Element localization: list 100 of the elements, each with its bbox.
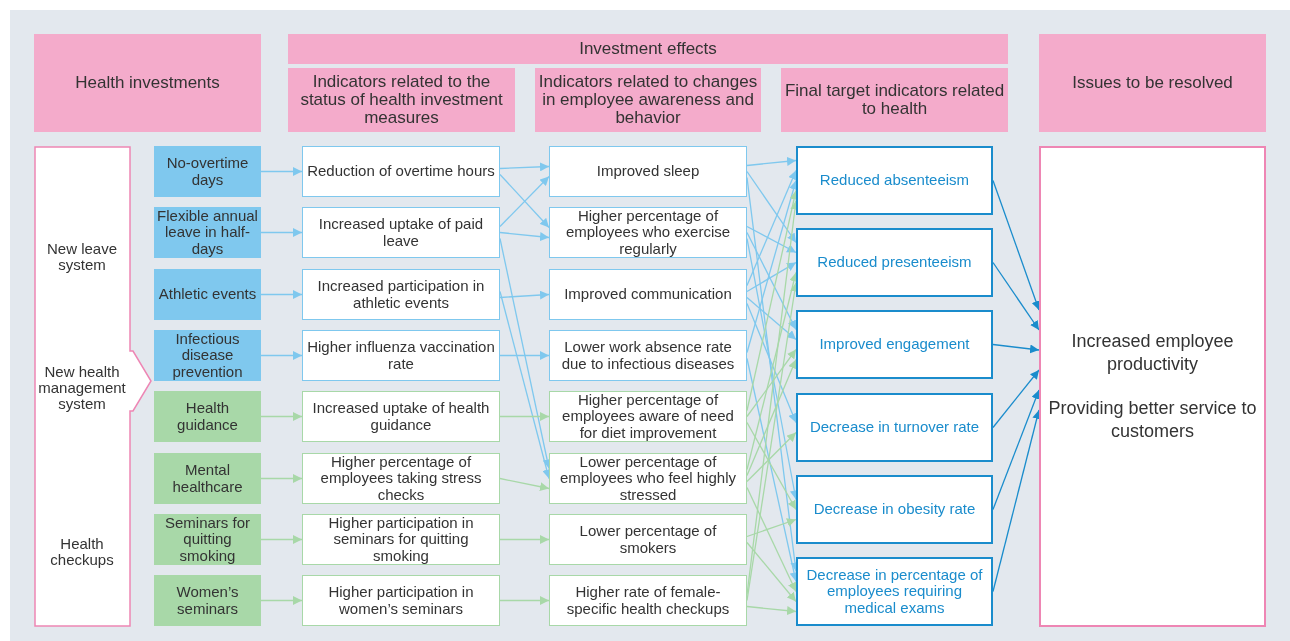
arrow — [746, 225, 797, 254]
arrow — [746, 431, 797, 483]
arrow — [746, 179, 798, 354]
measure-box — [154, 146, 261, 197]
box-text: Higher percentage of employees taking stress checks — [319, 454, 483, 503]
box-text: Lower work absence rate due to infectious diseases — [560, 339, 736, 372]
arrow — [746, 605, 797, 616]
measure-box — [154, 453, 261, 504]
arrow — [499, 290, 550, 300]
arrow — [499, 477, 550, 492]
target-box — [796, 228, 993, 297]
arrow — [260, 596, 303, 605]
indicator-box — [302, 391, 500, 442]
indicator-box — [302, 207, 500, 258]
arrow — [499, 412, 550, 421]
box-text: Flexible annual leave in half-days — [156, 208, 259, 257]
box-text: No-overtime days — [165, 155, 250, 188]
box-text: Infectious disease prevention — [171, 331, 244, 380]
box-text: Lower percentage of employees who feel highly stressed — [559, 454, 737, 503]
result-text: Providing better service to customers — [1047, 396, 1258, 443]
target-box — [796, 393, 993, 462]
box-text: Decrease in obesity rate — [812, 501, 977, 518]
arrow — [992, 389, 1040, 511]
arrow — [992, 409, 1042, 593]
arrow — [746, 302, 797, 424]
measure-box — [154, 330, 261, 381]
arrow — [746, 237, 799, 501]
box-text: Higher rate of female-specific health checkups — [565, 584, 731, 617]
indicator-box — [302, 269, 500, 320]
target-box — [796, 310, 993, 379]
box-text: Lower percentage of smokers — [578, 523, 718, 556]
box-text: Reduced presenteeism — [816, 254, 973, 271]
arrow — [499, 237, 552, 470]
indicator-box — [302, 146, 500, 197]
target-box — [796, 557, 993, 626]
arrow — [746, 486, 797, 593]
arrow — [746, 169, 797, 287]
box-text: Decrease in percentage of employees requiring medical exams — [805, 567, 984, 616]
arrow — [260, 412, 303, 421]
box-text: Higher percentage of employees who exercise regularly — [564, 208, 732, 257]
indicator-box — [302, 330, 500, 381]
arrow — [746, 231, 797, 331]
indicator-box — [549, 391, 747, 442]
arrow — [746, 518, 797, 538]
header-box — [288, 34, 1008, 64]
arrow — [746, 541, 797, 603]
arrow — [499, 596, 550, 605]
indicator-box — [549, 330, 747, 381]
header-box — [288, 68, 515, 132]
header-text: Final target indicators related to health — [783, 81, 1006, 119]
box-text: Mental healthcare — [171, 462, 244, 495]
arrow — [746, 348, 797, 418]
indicator-box — [302, 575, 500, 626]
header-text: Issues to be resolved — [1071, 73, 1234, 93]
measure-box — [154, 269, 261, 320]
arrow — [992, 261, 1040, 331]
box-text: Women’s seminars — [175, 584, 240, 617]
indicator-box — [549, 269, 747, 320]
arrow — [746, 357, 799, 583]
box-text: Decrease in turnover rate — [808, 419, 981, 436]
target-box — [796, 475, 993, 544]
box-text: Improved engagement — [818, 336, 971, 353]
header-box — [34, 34, 261, 132]
arrow — [260, 228, 303, 237]
arrow — [260, 351, 303, 360]
category-label: Health checkups — [49, 536, 115, 569]
box-text: Higher percentage of employees aware of need for diet improvement — [561, 392, 735, 441]
arrow — [992, 343, 1040, 354]
indicator-box — [549, 146, 747, 197]
arrow — [746, 358, 797, 477]
arrow — [746, 261, 797, 293]
arrow — [992, 369, 1040, 429]
arrow — [746, 170, 797, 244]
arrow — [499, 231, 550, 242]
header-text: Investment effects — [578, 39, 718, 59]
arrow — [499, 162, 550, 172]
measure-box — [154, 514, 261, 565]
box-text: Increased participation in athletic events — [316, 278, 486, 311]
box-text: Reduction of overtime hours — [306, 163, 496, 180]
box-text: Higher participation in seminars for quitting smoking — [327, 515, 475, 564]
box-text: Higher influenza vaccination rate — [306, 339, 496, 372]
header-text: Health investments — [74, 73, 221, 93]
result-text: Increased employee productivity — [1070, 329, 1235, 377]
result-box — [1039, 146, 1266, 627]
box-text: Health guidance — [176, 400, 239, 433]
target-box — [796, 146, 993, 215]
header-text: Indicators related to changes in employee awareness and behavior — [537, 72, 759, 128]
header-text: Indicators related to the status of health investment measures — [299, 72, 504, 128]
arrow — [746, 271, 799, 471]
indicator-box — [549, 207, 747, 258]
arrow — [746, 296, 797, 341]
measure-box — [154, 391, 261, 442]
indicator-box — [302, 514, 500, 565]
box-text: Reduced absenteeism — [818, 172, 971, 189]
arrow — [260, 290, 303, 299]
arrow — [499, 290, 552, 480]
arrow — [260, 474, 303, 483]
indicator-box — [302, 453, 500, 504]
arrow — [499, 351, 550, 360]
indicator-box — [549, 575, 747, 626]
